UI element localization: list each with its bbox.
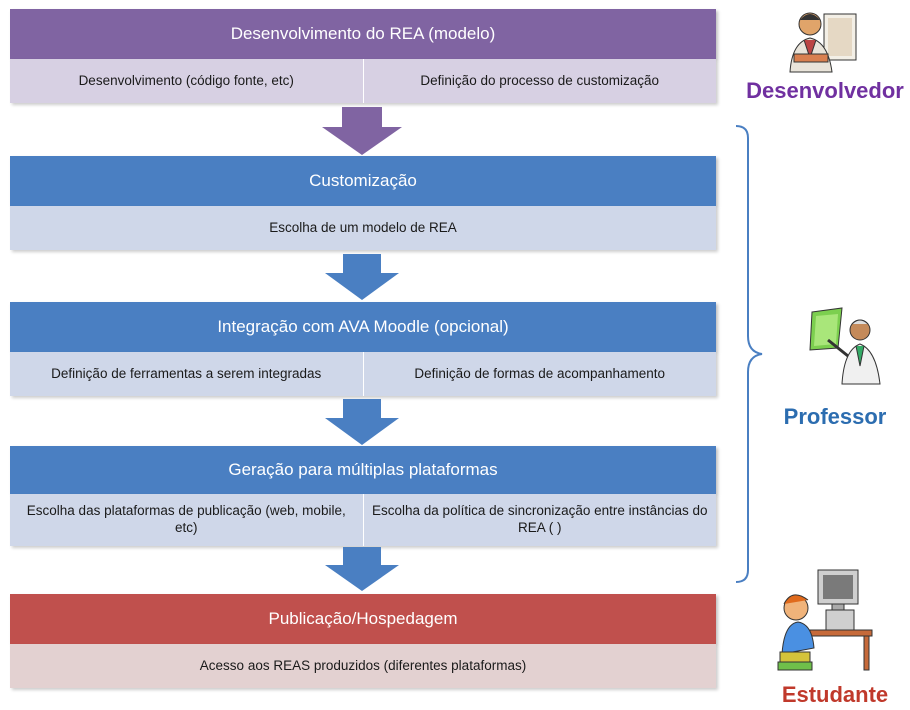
detail-item: Acesso aos REAS produzidos (diferentes p…	[199, 657, 527, 673]
developer-figure-icon	[789, 12, 857, 73]
stage-title: Customização	[309, 171, 417, 190]
stage-desenvolvimento-header: Desenvolvimento do REA (modelo)	[10, 9, 716, 59]
stage-title: Integração com AVA Moodle (opcional)	[217, 317, 509, 336]
stage-publicacao-header: Publicação/Hospedagem	[10, 594, 716, 644]
stage-integracao-details: Definição de ferramentas a serem integra…	[10, 352, 716, 396]
stage-integracao-header: Integração com AVA Moodle (opcional)	[10, 302, 716, 352]
stage-geracao-header: Geração para múltiplas plataformas	[10, 446, 716, 494]
role-desenvolvedor: Desenvolvedor	[746, 78, 904, 103]
stage-customizacao-details: Escolha de um modelo de REA	[10, 206, 716, 250]
detail-item: Definição de ferramentas a serem integra…	[51, 365, 322, 381]
stage-title: Geração para múltiplas plataformas	[228, 460, 498, 479]
stage-title: Publicação/Hospedagem	[268, 609, 458, 628]
right-brace-icon	[735, 125, 763, 583]
stage-customizacao-header: Customização	[10, 156, 716, 206]
down-arrow-icon	[322, 107, 402, 155]
detail-item: Escolha das plataformas de publicação (w…	[26, 503, 346, 535]
professor-figure-icon	[809, 307, 881, 385]
stage-publicacao-details: Acesso aos REAS produzidos (diferentes p…	[10, 644, 716, 688]
student-figure-icon	[777, 569, 873, 671]
detail-item: Escolha da política de sincronização ent…	[362, 494, 717, 546]
down-arrow-icon	[325, 399, 399, 445]
stage-title: Desenvolvimento do REA (modelo)	[230, 24, 496, 43]
detail-item: Definição do processo de customização	[362, 59, 717, 103]
role-estudante: Estudante	[781, 682, 889, 707]
stage-desenvolvimento-details: Desenvolvimento (código fonte, etc) Defi…	[10, 59, 716, 103]
role-professor: Professor	[783, 404, 887, 429]
stage-geracao-details: Escolha das plataformas de publicação (w…	[10, 494, 716, 546]
detail-item: Desenvolvimento (código fonte, etc)	[78, 72, 294, 88]
down-arrow-icon	[325, 547, 399, 591]
down-arrow-icon	[325, 254, 399, 300]
detail-item: Escolha de um modelo de REA	[269, 219, 457, 235]
detail-item: Definição de formas de acompanhamento	[362, 352, 717, 396]
